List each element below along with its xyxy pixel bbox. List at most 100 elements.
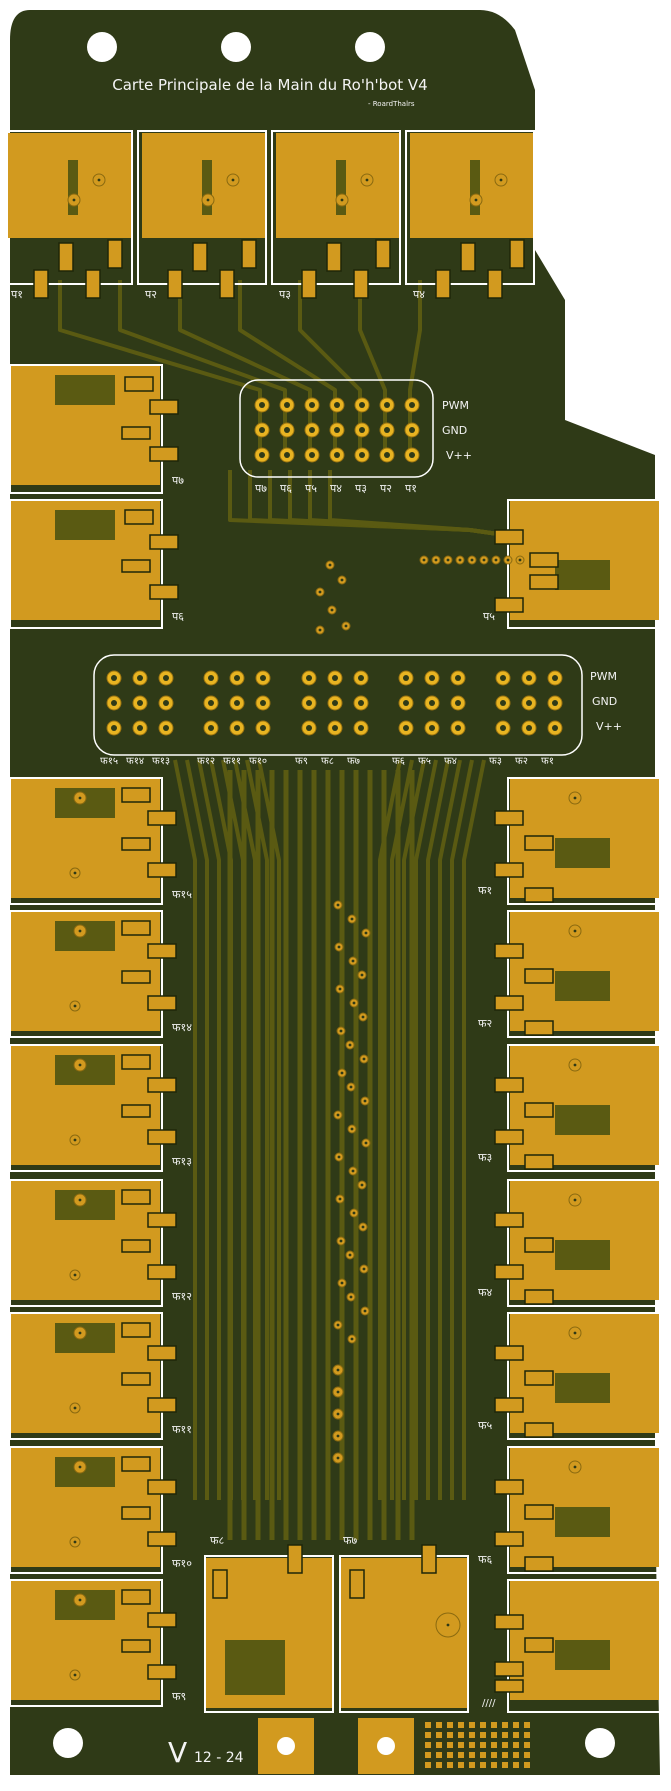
via-hole [330,608,334,612]
smd-pad [121,1639,151,1653]
via-hole [482,558,486,562]
voltage-range: 12 - 24 [194,1750,244,1766]
via-hole [78,1598,82,1602]
via-hole [336,1368,340,1372]
smd-pad [124,509,154,525]
smd-pad [121,787,151,803]
thermal-via [491,1742,497,1748]
smd-pad [494,1129,524,1145]
module-outline [3,130,133,285]
smd-pad [147,1664,177,1680]
mounting-hole [87,32,117,62]
silk-label: प२ [145,288,157,301]
smd-pad [147,1077,177,1093]
smd-pad [524,835,554,851]
header-pin-hole [409,427,415,433]
upper-trace [118,280,287,450]
header-pin-hole [260,725,266,731]
header-pin-hole [332,725,338,731]
smd-pad [494,1679,524,1693]
copper-slot [470,160,480,215]
thermal-via [447,1752,453,1758]
via-hole [78,929,82,933]
smd-pad [524,968,554,984]
smd-pad [287,1544,303,1574]
bus-trace [233,759,257,1500]
smd-pad [241,239,257,269]
via-hole [363,1099,367,1103]
smd-pad [529,574,559,590]
smd-pad [33,269,49,299]
smd-pad [487,269,503,299]
power-pad-hole [377,1737,395,1755]
via-hole [349,1085,353,1089]
bottom-label-f8: फ८ [210,1534,224,1547]
via-hole [73,1273,77,1277]
thermal-via [480,1722,486,1728]
via-hole [446,1623,450,1627]
smd-pad [435,269,451,299]
via-hole [72,198,76,202]
copper-island [555,1507,610,1537]
smd-pad [149,446,179,462]
power-pad-hole [277,1737,295,1755]
via-hole [362,1057,366,1061]
via-hole [573,1465,577,1469]
module-outline [9,777,163,905]
silk-label: प२ [380,482,392,495]
silk-label: प६ [280,482,292,495]
via-hole [73,1406,77,1410]
smd-pad [121,1104,151,1118]
header-p-outline [239,379,434,478]
via-hole [573,796,577,800]
smd-pad [494,1531,524,1547]
bus-trace [402,759,426,1500]
via-hole [206,198,210,202]
silk-label: फ१२ [172,1290,192,1303]
header-pin-hole [526,700,532,706]
module-outline [507,1312,661,1440]
via-hole [352,1211,356,1215]
via-hole [78,1465,82,1469]
silk-label: फ३ [489,756,502,767]
thermal-via [502,1722,508,1728]
via-hole [351,959,355,963]
thermal-via [513,1762,519,1768]
smd-pad [147,810,177,826]
smd-pad [375,239,391,269]
bus-trace [450,759,474,1500]
smd-pad [121,426,151,440]
hatch-mark: //// [482,1698,496,1709]
via-hole [73,1673,77,1677]
via-hole [364,931,368,935]
bus-trace [390,759,414,1500]
silk-label: प४ [330,482,342,495]
via-hole [78,1198,82,1202]
via-hole [78,796,82,800]
thermal-via [458,1742,464,1748]
via-hole [338,1197,342,1201]
header-pin-hole [403,700,409,706]
upper-trace [298,280,362,450]
header-pin-hole [358,725,364,731]
via-hole [336,1390,340,1394]
header-pin-hole [334,427,340,433]
header-pin-hole [455,725,461,731]
via-hole [336,903,340,907]
via-hole [494,558,498,562]
smd-pad [326,242,342,272]
copper-island [555,1240,610,1270]
module-outline [9,1179,163,1307]
thermal-via [480,1752,486,1758]
header-pin-hole [259,452,265,458]
via-hole [73,1004,77,1008]
thermal-via [513,1742,519,1748]
thermal-via [480,1762,486,1768]
smd-pad [494,1212,524,1228]
via-hole [318,590,322,594]
silk-label: फ२ [515,756,528,767]
silk-label: फ४ [478,1286,492,1299]
smd-pad [301,269,317,299]
via-hole [365,178,369,182]
